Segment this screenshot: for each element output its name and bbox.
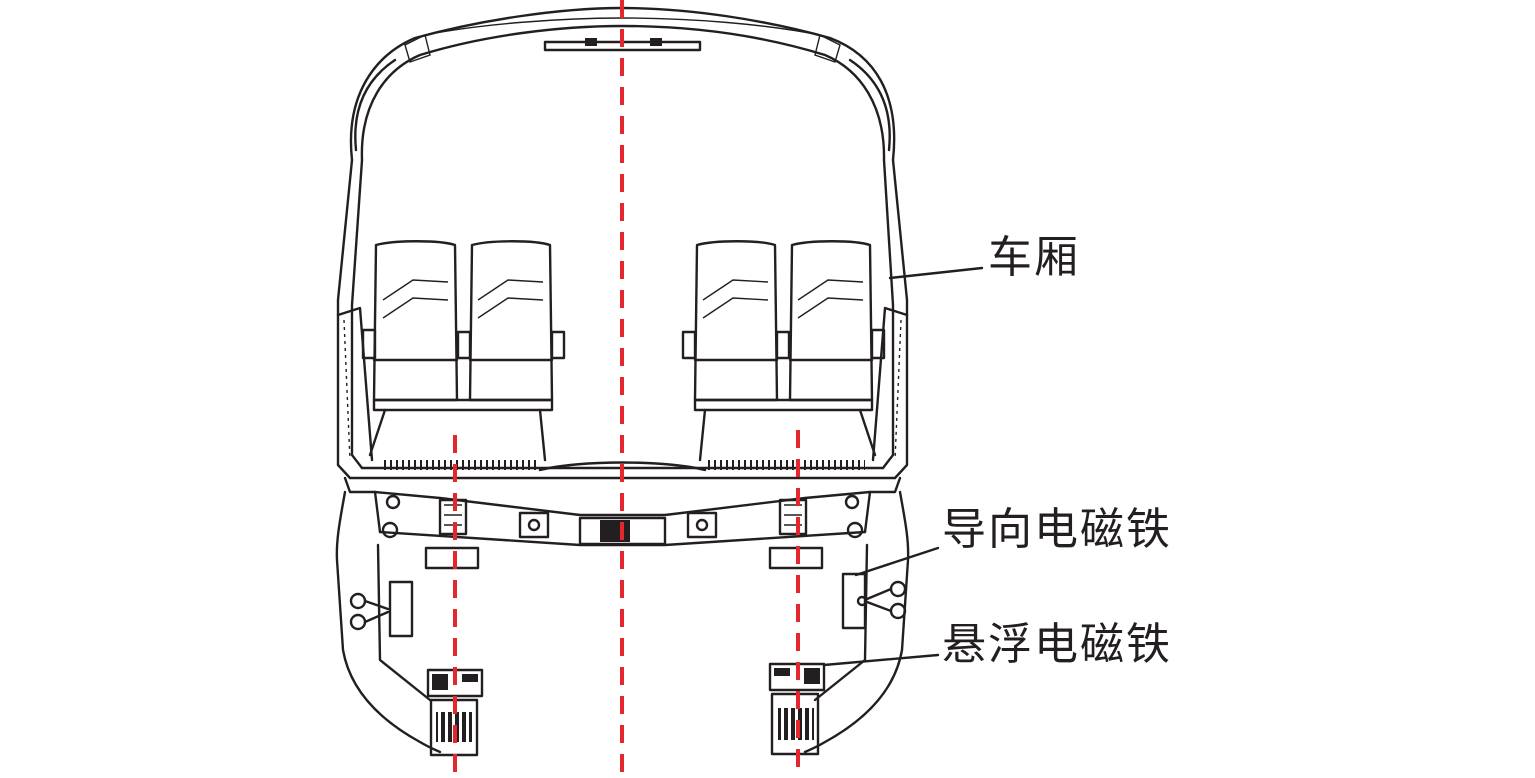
label-guide-magnet: 导向电磁铁 (942, 504, 1172, 555)
seats (361, 240, 886, 462)
seat-right-1 (681, 240, 791, 402)
seat-right-2 (788, 240, 886, 402)
seat-left-2 (456, 240, 566, 402)
leader-guide (854, 546, 940, 577)
leader-lines (822, 266, 984, 667)
label-cabin: 车厢 (988, 232, 1080, 283)
leader-cabin (888, 266, 984, 280)
guide-magnet-right (841, 572, 907, 630)
centerlines (453, 0, 800, 778)
leader-levitation (822, 653, 940, 667)
guide-magnet-left (349, 580, 414, 638)
bogie-frame (335, 476, 910, 754)
seat-left-1 (361, 240, 459, 402)
label-levitation-magnet: 悬浮电磁铁 (942, 619, 1172, 670)
